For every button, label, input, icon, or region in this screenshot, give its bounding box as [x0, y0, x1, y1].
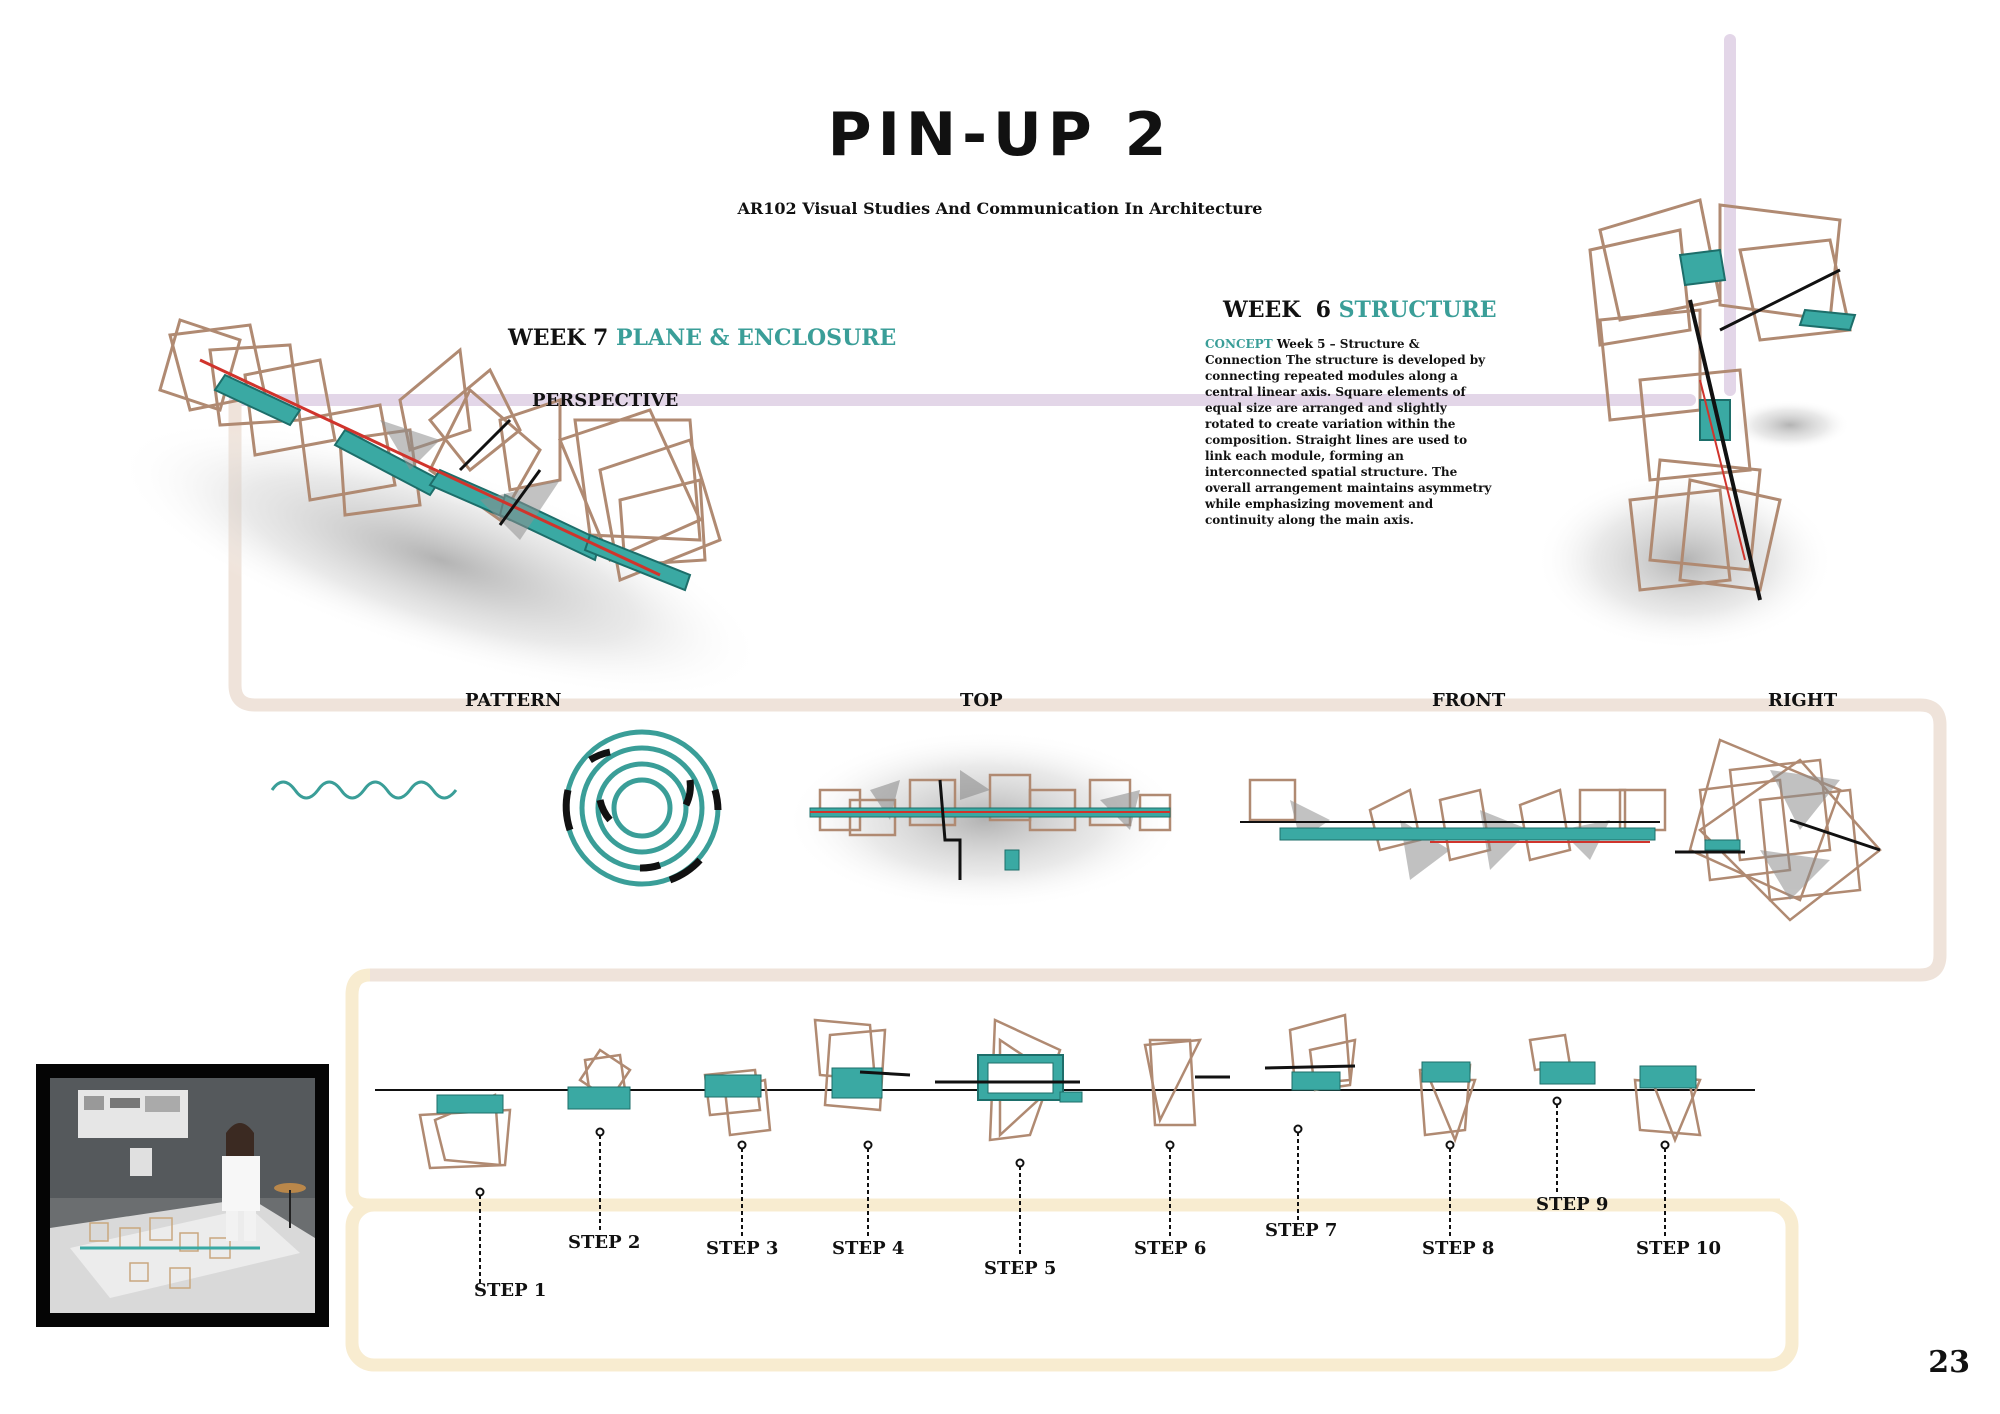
week7-prefix: WEEK 7 [508, 325, 609, 351]
pattern-wave [270, 780, 458, 800]
perspective-label: PERSPECTIVE [532, 390, 679, 411]
pattern-label: PATTERN [465, 690, 562, 711]
step-leaders [475, 1096, 1670, 1285]
course-subtitle: AR102 Visual Studies And Communication I… [737, 199, 1263, 218]
step-label-10: STEP 10 [1636, 1238, 1721, 1259]
week7-heading: WEEK 7 PLANE & ENCLOSURE [508, 325, 896, 351]
photo-content [50, 1078, 315, 1313]
concept-text: Week 5 – Structure & Connection The stru… [1205, 337, 1492, 527]
perspective-model [115, 318, 765, 699]
step-label-1: STEP 1 [474, 1280, 547, 1301]
right-view-model [1675, 738, 1882, 922]
step-label-4: STEP 4 [832, 1238, 905, 1259]
step-label-3: STEP 3 [706, 1238, 779, 1259]
week6-heading: WEEK 6 STRUCTURE [1223, 297, 1497, 323]
vertical-model [1535, 198, 1857, 650]
top-view-model [785, 730, 1185, 910]
lavender-band [229, 34, 1736, 406]
right-label: RIGHT [1768, 690, 1838, 711]
page-number: 23 [1928, 1345, 1970, 1380]
step-label-2: STEP 2 [568, 1232, 641, 1253]
photo-illustration [50, 1078, 315, 1313]
studio-photo [36, 1064, 329, 1327]
top-label: TOP [960, 690, 1003, 711]
week6-accent: STRUCTURE [1338, 297, 1497, 323]
page-title: PIN-UP 2 [827, 100, 1173, 170]
cream-band-lower [345, 1198, 1799, 1372]
week6-prefix: WEEK 6 [1223, 297, 1331, 323]
concept-keyword: CONCEPT [1205, 337, 1273, 351]
step-label-9: STEP 9 [1536, 1194, 1609, 1215]
step-label-8: STEP 8 [1422, 1238, 1495, 1259]
front-view-model [1240, 778, 1667, 880]
step-label-6: STEP 6 [1134, 1238, 1207, 1259]
week7-accent: PLANE & ENCLOSURE [616, 325, 897, 351]
step-label-5: STEP 5 [984, 1258, 1057, 1279]
step-label-7: STEP 7 [1265, 1220, 1338, 1241]
concept-paragraph: CONCEPT Week 5 – Structure & Connection … [1205, 336, 1495, 528]
front-label: FRONT [1432, 690, 1506, 711]
step-models [418, 1013, 1702, 1170]
sand-band [228, 400, 1947, 982]
